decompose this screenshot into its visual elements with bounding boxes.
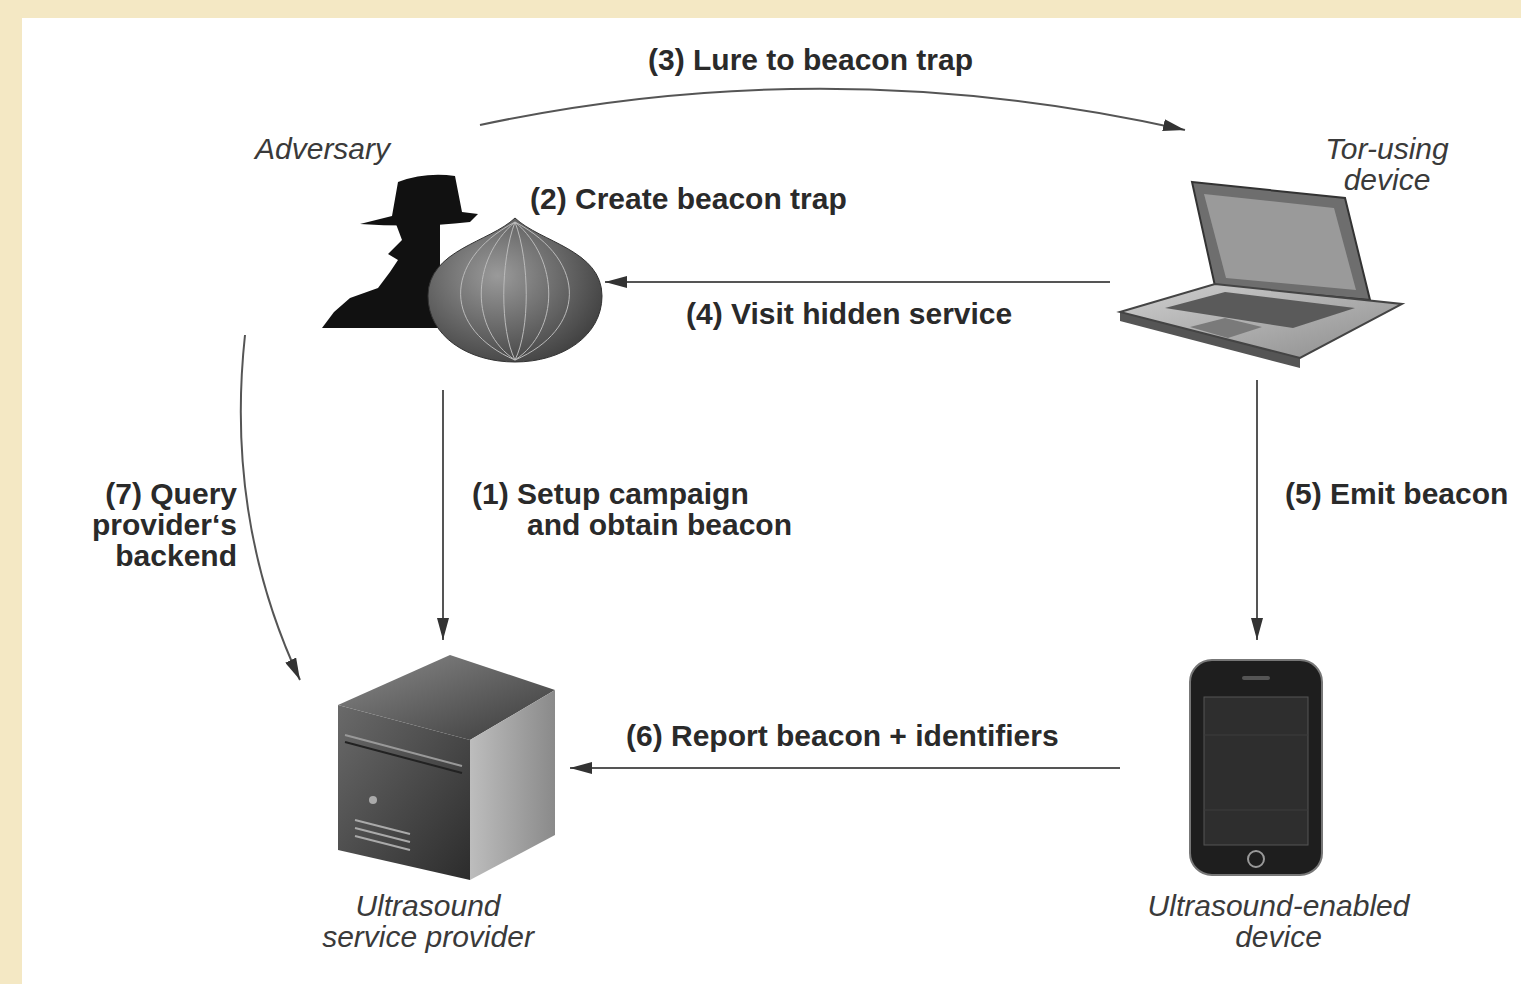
laptop-keyboard	[1165, 292, 1355, 328]
arrow-connector	[480, 89, 1185, 130]
onion-line	[504, 222, 515, 360]
server-button	[369, 796, 377, 804]
laptop-base	[1120, 284, 1402, 358]
arrow-connector	[1256, 380, 1258, 640]
laptop-icon	[1120, 182, 1402, 368]
step-label: (5) Emit beacon	[1285, 478, 1508, 509]
server-front	[338, 705, 470, 880]
step-label: (3) Lure to beacon trap	[648, 44, 973, 75]
node-label: Ultrasound-enabled device	[1141, 890, 1416, 952]
onion-line	[515, 222, 569, 360]
server-icon	[338, 655, 555, 880]
phone-screen-line	[1204, 810, 1308, 811]
spy-body	[322, 224, 440, 328]
tor-device-node: Tor-using device	[1110, 130, 1480, 380]
phone-icon	[1190, 660, 1322, 875]
phone-node: Ultrasound-enabled device	[1120, 640, 1430, 965]
onion-line	[515, 222, 549, 360]
server-vent	[355, 820, 410, 834]
step-label: (6) Report beacon + identifiers	[626, 720, 1059, 751]
laptop-screen	[1204, 194, 1356, 290]
arrow-connector	[570, 767, 1120, 769]
arrow-connector	[442, 390, 444, 640]
adversary-node: Adversary	[245, 125, 605, 390]
phone-body	[1190, 660, 1322, 875]
step-label: (7) Query provider‘s backend	[77, 478, 237, 571]
arrow-connector	[605, 281, 1110, 283]
provider-node: Ultrasound service provider	[300, 640, 570, 965]
onion-bulb	[428, 218, 602, 362]
onion-icon	[428, 218, 602, 362]
laptop-touchpad	[1190, 318, 1262, 338]
phone-home-button	[1248, 851, 1264, 867]
phone-screen-line	[1204, 735, 1308, 736]
onion-line	[481, 222, 515, 360]
server-side	[470, 690, 555, 880]
onion-line	[515, 222, 526, 360]
laptop-screen-frame	[1192, 182, 1370, 300]
server-slot	[345, 742, 462, 773]
arrow-connector	[241, 335, 300, 680]
step-label: (4) Visit hidden service	[686, 298, 1012, 329]
phone-speaker	[1242, 676, 1270, 680]
phone-screen	[1204, 697, 1308, 845]
step-label: (2) Create beacon trap	[530, 183, 847, 214]
server-vent	[355, 836, 410, 850]
step-label: (1) Setup campaign and obtain beacon	[472, 478, 797, 540]
onion-line	[461, 222, 515, 360]
spy-hat	[360, 175, 478, 226]
node-label: Ultrasound service provider	[313, 890, 543, 952]
node-label: Tor-using device	[1312, 133, 1462, 195]
server-slot	[345, 735, 462, 766]
node-label: Adversary	[255, 133, 390, 164]
server-vent	[355, 828, 410, 842]
